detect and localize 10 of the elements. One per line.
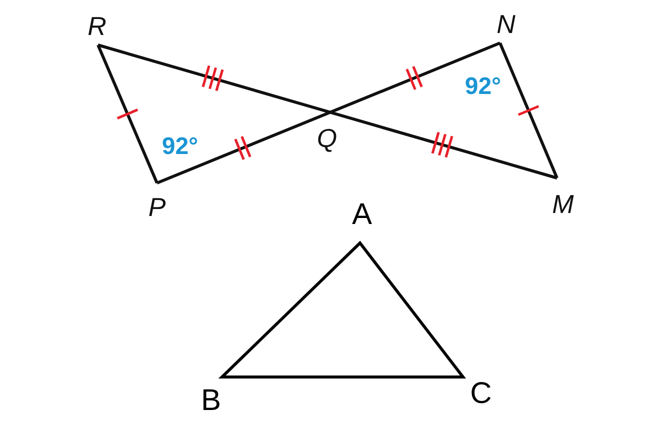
point-label: P bbox=[148, 194, 166, 220]
vertex-label: B bbox=[201, 386, 221, 416]
point-label: R bbox=[88, 13, 106, 39]
angle-label: 92° bbox=[464, 75, 502, 99]
point-label: M bbox=[552, 191, 574, 217]
angle-label: 92° bbox=[162, 135, 198, 159]
vertex-label: A bbox=[352, 200, 372, 230]
point-label: N bbox=[496, 11, 516, 37]
point-label: Q bbox=[316, 125, 338, 151]
vertex-label: C bbox=[470, 379, 492, 409]
